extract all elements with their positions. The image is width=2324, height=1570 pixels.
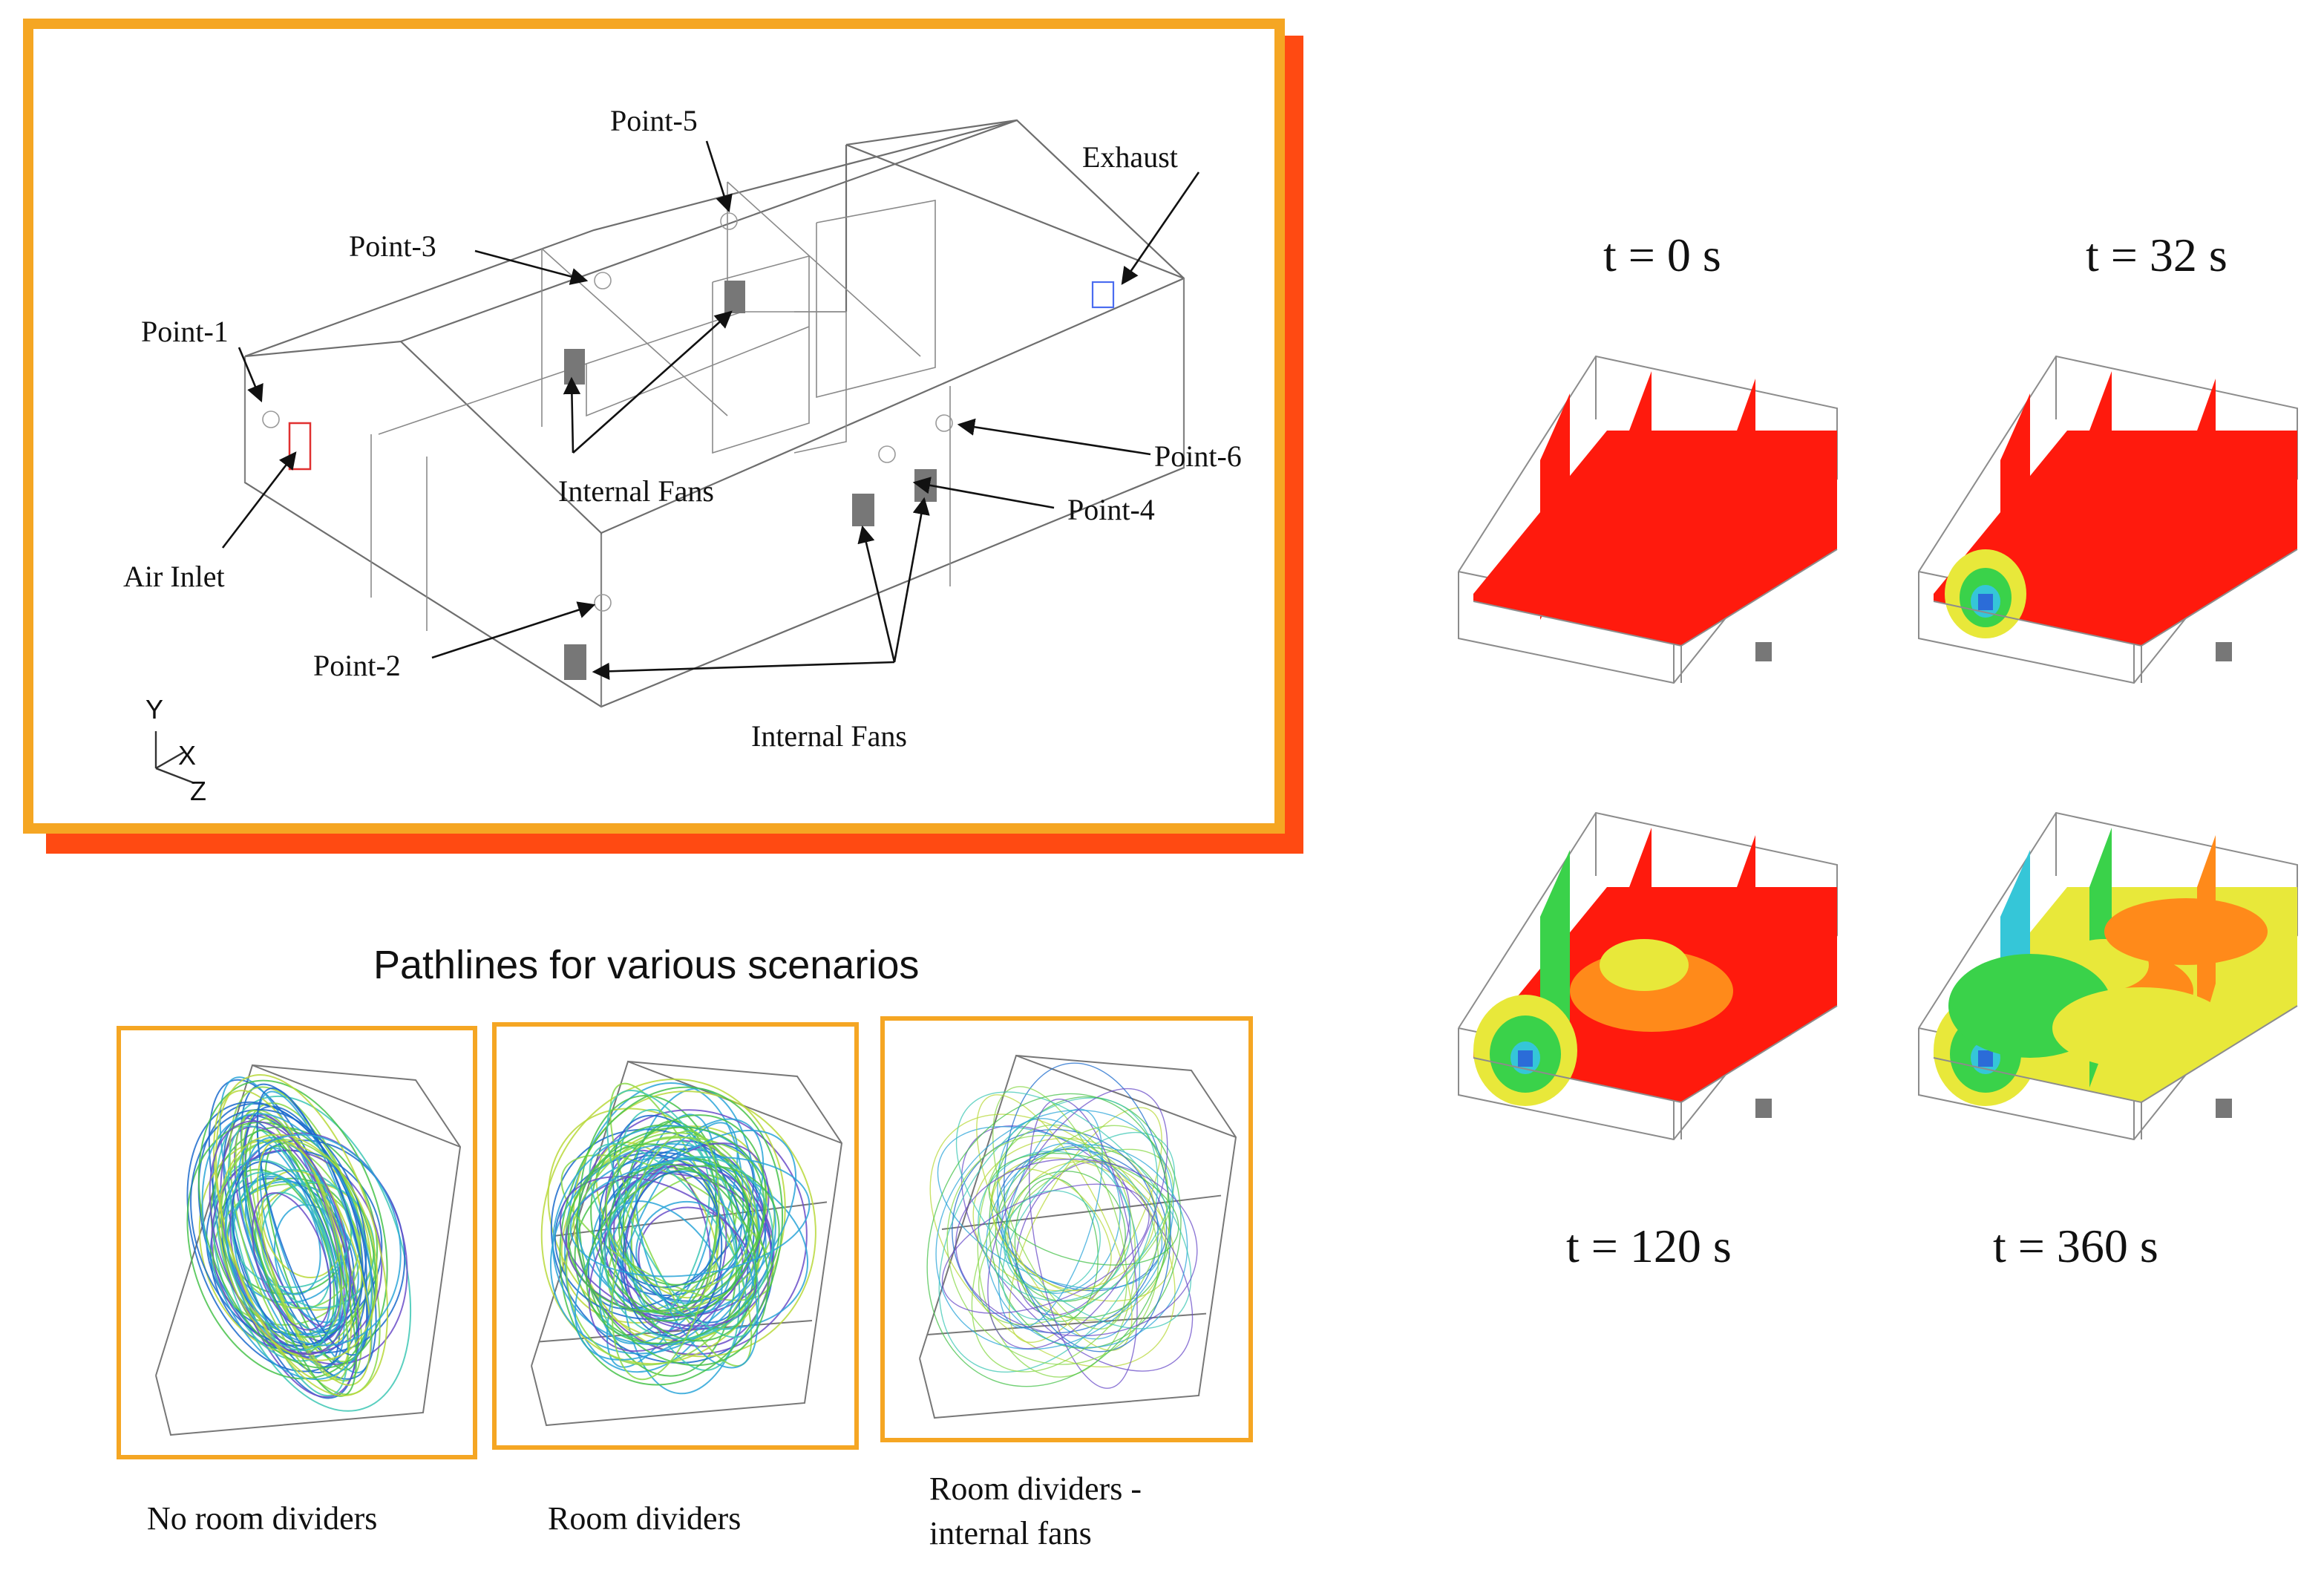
contour-time-label: t = 120 s [1566,1220,1732,1272]
label-point-2: Point-2 [313,649,401,682]
axis-triad: Y X Z [145,694,206,806]
caption-room-dividers: Room dividers [548,1500,741,1537]
contour-panel [1458,811,1838,1141]
caption-room-dividers-fans-line2: internal fans [929,1515,1092,1551]
house-wireframe [243,119,1185,708]
pathline-panel [880,1016,1253,1442]
geometry-panel: Point-5 Exhaust Point-3 Point-1 Point-6 … [23,19,1303,854]
label-internal-fans-bottom: Internal Fans [751,719,907,753]
label-exhaust: Exhaust [1082,140,1178,174]
label-point-3: Point-3 [349,229,436,263]
contour-time-label: t = 360 s [1993,1220,2158,1272]
contour-panel [1918,355,2298,684]
axis-x-label: X [178,740,196,771]
axis-z-label: Z [190,776,206,806]
pathline-panels [117,1016,1253,1459]
fan-2 [724,281,745,313]
contour-panels: t = 0 s t = 32 s t = 120 s t = 360 s [1458,229,2298,1272]
caption-room-dividers-fans-line1: Room dividers - [929,1471,1142,1507]
annotation-arrows [221,140,1200,681]
label-point-1: Point-1 [141,315,229,348]
contour-panel [1458,355,1838,684]
label-internal-fans-top: Internal Fans [558,474,714,508]
fan-4 [852,494,874,526]
label-point-4: Point-4 [1067,493,1155,526]
fan-3 [564,644,586,680]
pathline-panel [117,1026,477,1459]
contour-time-label: t = 32 s [2086,229,2228,281]
contour-panel [1918,811,2298,1141]
geometry-panel-frame [23,19,1285,834]
label-point-6: Point-6 [1154,439,1242,473]
caption-no-room-dividers: No room dividers [147,1500,377,1537]
pathline-panel [492,1022,859,1450]
label-point-5: Point-5 [610,104,698,137]
fan-1 [564,349,585,385]
label-air-inlet: Air Inlet [123,560,225,593]
axis-y-label: Y [145,694,163,725]
pathlines-title: Pathlines for various scenarios [373,943,919,987]
contour-time-label: t = 0 s [1603,229,1721,281]
